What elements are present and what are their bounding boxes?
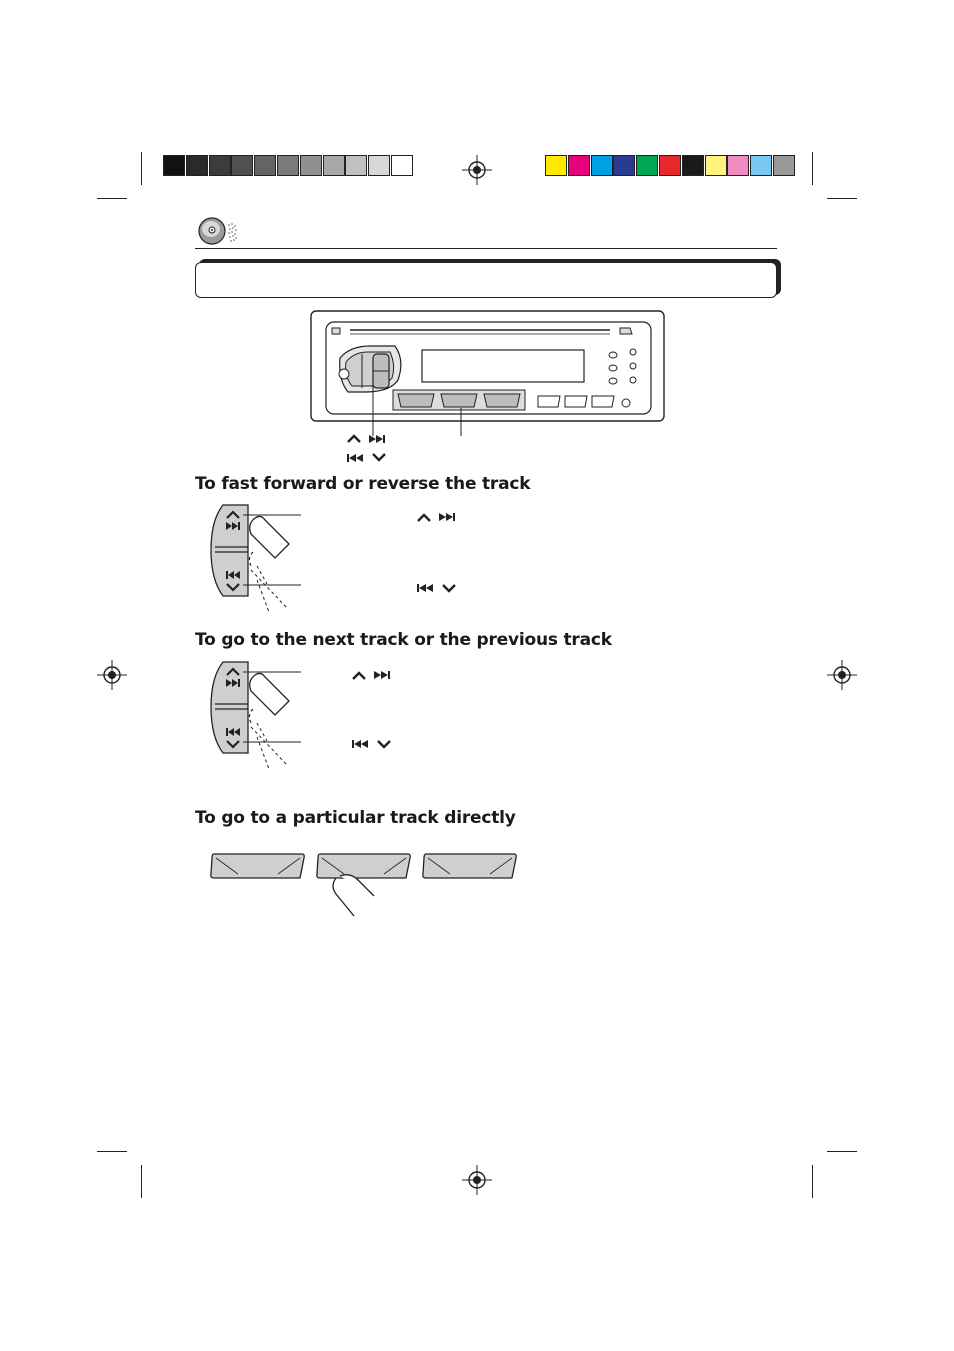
- section-heading-fast-forward: To fast forward or reverse the track: [195, 474, 531, 494]
- crop-mark: [827, 198, 857, 199]
- color-swatch: [590, 155, 613, 176]
- registration-target-icon: [97, 660, 127, 690]
- grayscale-swatch: [322, 155, 345, 176]
- grayscale-swatch: [299, 155, 322, 176]
- grayscale-swatch: [185, 155, 208, 176]
- header-rule: [195, 248, 777, 249]
- skip-back-icon: [228, 571, 240, 579]
- color-swatch: [727, 155, 750, 176]
- registration-target-icon: [827, 660, 857, 690]
- color-swatch: [613, 155, 636, 176]
- chevron-down-icon: [372, 453, 386, 462]
- grayscale-swatch: [163, 155, 185, 176]
- color-swatch: [636, 155, 659, 176]
- chevron-down-icon: [442, 584, 456, 593]
- skip-back-icon: [419, 584, 433, 592]
- chevron-up-icon: [226, 510, 240, 519]
- color-swatch: [659, 155, 681, 176]
- grayscale-swatch: [254, 155, 277, 176]
- car-stereo-panel-illustration: [310, 310, 665, 436]
- crop-mark: [141, 152, 142, 185]
- chevron-up-icon: [347, 434, 361, 443]
- chevron-down-icon: [226, 583, 240, 592]
- crop-mark: [812, 152, 813, 185]
- pressing-finger-icon: [249, 515, 290, 559]
- skip-forward-icon: [369, 435, 383, 443]
- grayscale-swatch: [391, 155, 413, 176]
- section-heading-direct: To go to a particular track directly: [195, 808, 516, 828]
- color-swatch: [773, 155, 795, 176]
- color-swatch: [681, 155, 704, 176]
- color-swatch: [545, 155, 567, 176]
- color-swatch: [704, 155, 727, 176]
- track-up-forward-symbols: [352, 671, 390, 680]
- panel-button-symbols: [347, 434, 386, 462]
- track-back-down-symbols: [352, 740, 391, 749]
- seek-up-forward-symbols: [417, 513, 455, 522]
- grayscale-swatch: [208, 155, 231, 176]
- skip-back-icon: [349, 454, 363, 462]
- skip-back-icon: [354, 740, 368, 748]
- crop-mark: [827, 1151, 857, 1152]
- chevron-up-icon: [226, 667, 240, 676]
- seek-back-down-symbols: [417, 584, 456, 593]
- registration-target-icon: [462, 155, 492, 185]
- skip-forward-icon: [226, 679, 238, 687]
- chevron-down-icon: [226, 740, 240, 749]
- skip-back-icon: [228, 728, 240, 736]
- grayscale-swatch: [345, 155, 368, 176]
- pressing-finger-icon: [332, 874, 375, 917]
- crop-mark: [97, 1151, 127, 1152]
- registration-target-icon: [462, 1165, 492, 1195]
- skip-forward-icon: [374, 671, 388, 679]
- grayscale-swatch: [231, 155, 254, 176]
- seek-button-press-illustration: [210, 504, 301, 613]
- color-swatch: [750, 155, 773, 176]
- crop-mark: [97, 198, 127, 199]
- skip-forward-icon: [439, 513, 453, 521]
- crop-mark: [812, 1165, 813, 1198]
- skip-forward-icon: [226, 522, 238, 530]
- grayscale-swatch: [368, 155, 391, 176]
- color-swatch: [567, 155, 590, 176]
- cd-disc-icon: [198, 217, 237, 245]
- section-heading-next-previous: To go to the next track or the previous …: [195, 630, 612, 650]
- chevron-down-icon: [377, 740, 391, 749]
- pressing-finger-icon: [249, 672, 290, 716]
- number-buttons-press-illustration: [210, 853, 517, 917]
- chevron-up-icon: [352, 671, 366, 680]
- grayscale-swatch: [277, 155, 299, 176]
- chevron-up-icon: [417, 513, 431, 522]
- crop-mark: [141, 1165, 142, 1198]
- title-bar: [195, 262, 777, 298]
- track-button-press-illustration: [210, 661, 301, 770]
